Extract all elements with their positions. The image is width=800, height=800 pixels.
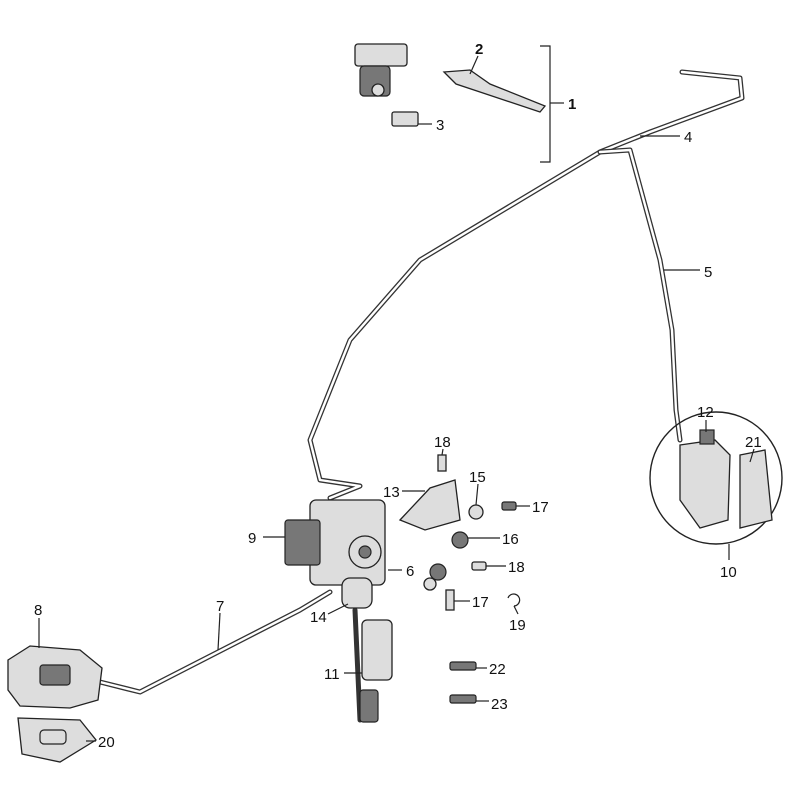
group-bracket-1 [540,45,551,163]
front-caliper-detail [649,411,783,545]
callout-23: 23 [491,696,508,713]
callout-10: 10 [720,564,737,581]
callout-13: 13 [383,484,400,501]
callout-12: 12 [697,404,714,421]
leader-lines [38,55,755,742]
callout-5: 5 [704,264,712,281]
callout-20: 20 [98,734,115,751]
brake-hose-11 [352,607,363,723]
callout-4: 4 [684,129,692,146]
rear-master-cylinder [359,619,393,723]
callout-19: 19 [509,617,526,634]
caliper-bracket-20 [17,717,97,763]
callout-22: 22 [489,661,506,678]
callout-17b: 17 [472,594,489,611]
abs-unit [284,499,386,609]
brake-hose-4 [307,69,745,501]
brake-hose-5 [597,147,683,443]
callout-7: 7 [216,598,224,615]
callout-15: 15 [469,469,486,486]
callout-1: 1 [568,96,576,113]
master-cylinder [354,43,408,97]
brake-hose-7 [97,589,333,695]
callout-18b: 18 [508,559,525,576]
callout-18a: 18 [434,434,451,451]
callout-8: 8 [34,602,42,619]
brake-lever [442,69,547,113]
callout-14: 14 [310,609,327,626]
callout-2: 2 [475,41,483,58]
bracket-13 [398,479,461,531]
callout-21: 21 [745,434,762,451]
callout-17a: 17 [532,499,549,516]
callout-3: 3 [436,117,444,134]
switch-part [391,111,419,127]
callout-9: 9 [248,530,256,547]
callout-labels: 1 2 3 4 5 6 7 8 9 10 11 12 13 14 15 16 1… [34,41,762,751]
rear-caliper [7,645,103,709]
callout-6: 6 [406,563,414,580]
hardware [423,454,521,704]
callout-16: 16 [502,531,519,548]
callout-11: 11 [324,666,340,683]
